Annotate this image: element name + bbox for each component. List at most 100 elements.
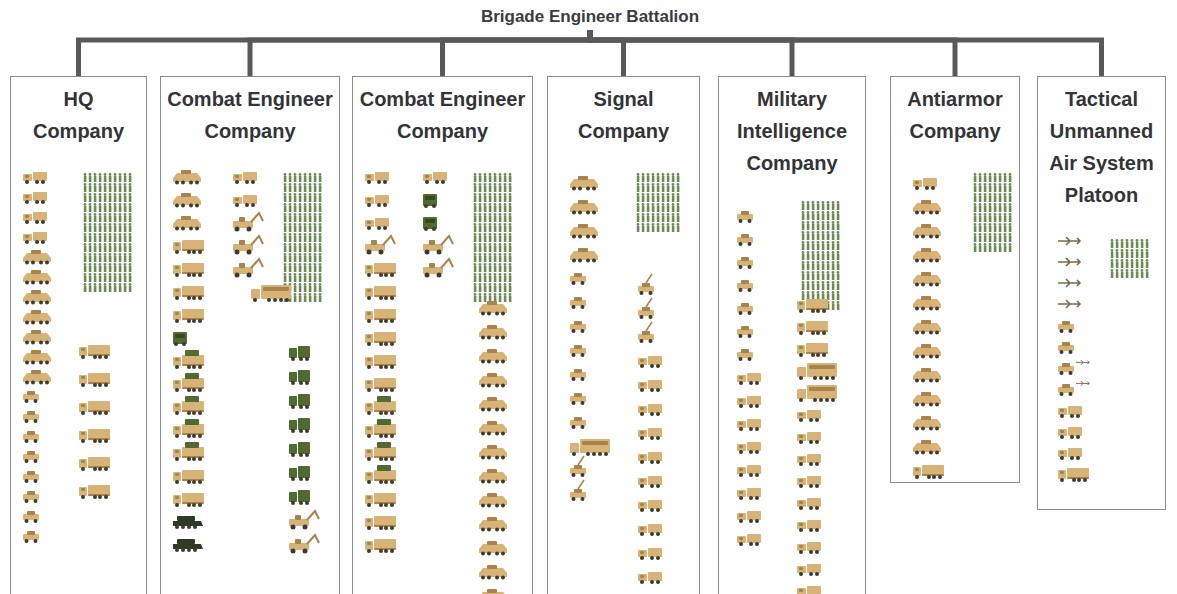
- icon-part: [284, 263, 287, 266]
- icon-part: [489, 173, 492, 176]
- icon-part: [572, 425, 576, 429]
- icon-part: [89, 233, 92, 236]
- icon-part: [640, 508, 644, 512]
- icon-part: [642, 196, 645, 202]
- icon-part: [309, 176, 312, 182]
- icon-part: [817, 224, 820, 230]
- vehicle-icon: [737, 419, 761, 431]
- icon-part: [379, 342, 383, 346]
- icon-part: [175, 312, 179, 315]
- icon-part: [797, 412, 806, 419]
- icon-part: [124, 273, 127, 276]
- icon-part: [578, 176, 588, 180]
- icon-part: [802, 271, 805, 274]
- icon-part: [88, 382, 110, 384]
- icon-part: [84, 283, 87, 286]
- icon-part: [192, 319, 196, 323]
- icon-part: [129, 196, 132, 202]
- icon-part: [367, 342, 371, 346]
- icon-part: [802, 281, 805, 284]
- vehicle-icon: [173, 373, 204, 392]
- icon-part: [741, 234, 749, 238]
- icon-part: [822, 309, 826, 313]
- icon-part: [175, 525, 179, 529]
- icon-part: [812, 244, 815, 250]
- icon-part: [81, 467, 85, 471]
- icon-part: [474, 173, 477, 176]
- icon-part: [832, 241, 835, 244]
- icon-part: [662, 223, 665, 226]
- icon-part: [104, 213, 107, 216]
- vehicle-icon: [638, 322, 654, 343]
- icon-part: [314, 213, 317, 216]
- vehicle-icon: [173, 240, 204, 254]
- icon-part: [799, 376, 803, 380]
- icon-part: [375, 218, 389, 227]
- icon-part: [647, 173, 650, 176]
- icon-part: [484, 293, 487, 296]
- icon-part: [586, 187, 590, 191]
- icon-part: [119, 236, 122, 242]
- icon-part: [251, 180, 255, 184]
- icon-part: [99, 233, 102, 236]
- icon-part: [499, 276, 502, 282]
- icon-part: [501, 576, 505, 580]
- icon-part: [797, 301, 805, 310]
- icon-part: [802, 204, 805, 210]
- icon-part: [124, 236, 127, 242]
- icon-part: [656, 436, 660, 440]
- icon-part: [812, 284, 815, 290]
- icon-part: [799, 435, 803, 438]
- icon-part: [489, 263, 492, 266]
- org-connector: [590, 30, 624, 76]
- icon-part: [89, 203, 92, 206]
- icon-part: [652, 186, 655, 192]
- icon-part: [807, 254, 810, 260]
- icon-part: [662, 193, 665, 196]
- icon-part: [837, 204, 840, 210]
- vehicle-icon: [23, 232, 47, 244]
- icon-part: [298, 418, 310, 430]
- icon-part: [309, 246, 312, 252]
- icon-part: [233, 244, 253, 251]
- icon-part: [299, 243, 302, 246]
- icon-part: [806, 299, 828, 310]
- icon-part: [119, 173, 122, 176]
- icon-part: [815, 418, 819, 422]
- icon-part: [474, 233, 477, 236]
- icon-part: [570, 203, 598, 212]
- icon-part: [509, 243, 512, 246]
- icon-part: [484, 193, 487, 196]
- icon-part: [802, 201, 805, 204]
- icon-part: [647, 206, 650, 212]
- icon-part: [822, 244, 825, 250]
- icon-part: [304, 186, 307, 192]
- icon-part: [638, 478, 647, 485]
- icon-part: [499, 176, 502, 182]
- icon-part: [365, 174, 374, 181]
- icon-part: [657, 226, 660, 232]
- icon-part: [474, 286, 477, 292]
- icon-part: [495, 336, 499, 340]
- icon-part: [284, 276, 287, 282]
- icon-part: [45, 381, 49, 385]
- icon-part: [570, 251, 598, 260]
- icon-part: [89, 253, 92, 256]
- vehicle-icon: [233, 213, 263, 232]
- icon-part: [739, 311, 743, 315]
- icon-part: [81, 432, 85, 435]
- icon-part: [192, 250, 196, 254]
- vehicle-icon: [570, 393, 586, 405]
- org-connector: [590, 30, 1102, 76]
- vehicle-icon: [737, 511, 761, 523]
- icon-part: [832, 291, 835, 294]
- icon-part: [173, 173, 201, 182]
- icon-part: [99, 276, 102, 282]
- icon-part: [367, 450, 371, 453]
- vehicle-icon: [638, 500, 662, 512]
- icon-part: [481, 576, 485, 580]
- icon-part: [31, 330, 41, 334]
- icon-part: [367, 221, 371, 224]
- icon-part: [99, 246, 102, 252]
